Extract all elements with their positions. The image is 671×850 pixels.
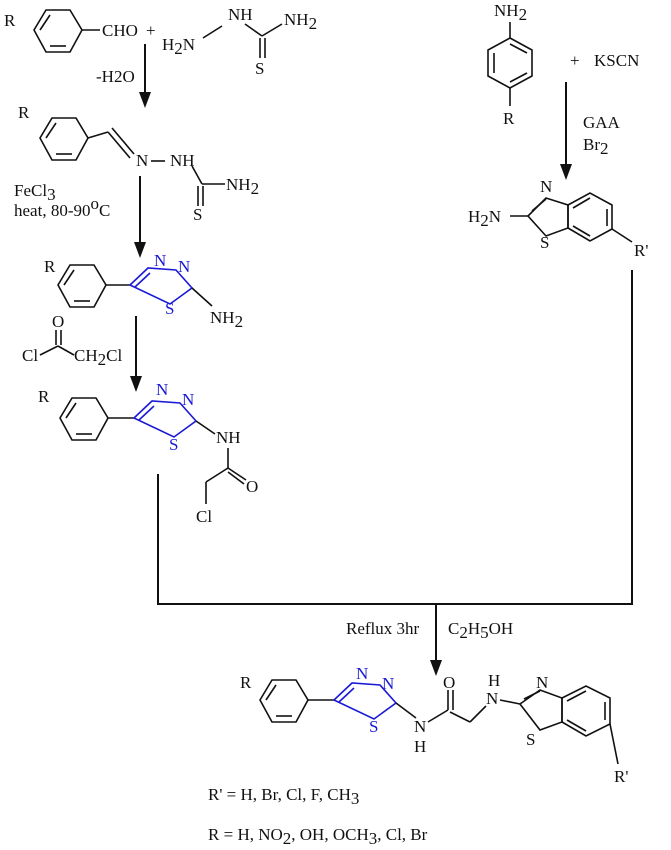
s-label: S [169,435,178,454]
n-nh-label: N [136,151,148,170]
aminobenzothiazole: H2N N S R' [468,177,648,260]
plus-sign: + [570,51,580,70]
amide-h-label: H [414,737,426,756]
r-label: R [44,257,56,276]
amine-h-label: H [488,671,500,690]
r-prime-label: R' [614,767,628,786]
nh-label: NH [216,428,241,447]
arrow-step-1: -H2O [96,44,151,108]
n-label: N [156,380,168,399]
o-label: O [443,673,455,692]
s-label: S [165,299,174,318]
amine-n-label: N [486,689,498,708]
br2-condition: Br2 [583,135,609,158]
r-definition: R = H, NO2, OH, OCH3, Cl, Br [208,825,428,848]
h2n-label: H2N [468,207,501,230]
r-prime-label: R' [634,241,648,260]
convergence-lines: Reflux 3hr C2H5OH [157,270,633,676]
ch2cl-label: CH2Cl [74,346,122,369]
h2n-label: H2N [162,35,195,58]
s-label: S [526,730,535,749]
n-label: N [536,673,548,692]
ethanol-condition: C2H5OH [448,619,513,642]
cl-label: Cl [196,507,212,526]
arrow-benzothiazole: GAA Br2 [560,82,621,180]
nh2-label: NH2 [226,175,259,198]
benzaldehyde: R CHO + [4,9,156,53]
o-label: O [52,312,64,331]
aminothiadiazole: R N N S NH2 [44,251,243,331]
chloroacetyl-chloride: Cl O CH2Cl [22,312,122,369]
nh2-label: NH2 [284,10,317,33]
amide-n-label: N [414,717,426,736]
s-label: S [255,59,264,78]
cho-label: CHO [102,21,138,40]
n-label: N [178,257,190,276]
r-label: R [38,387,50,406]
chloroacetamide-intermediate: R N N S NH O Cl [38,380,258,526]
r-label: R [4,11,16,30]
n-label: N [356,664,368,683]
n-label: N [540,177,552,196]
n-label: N [182,390,194,409]
arrow-step-3 [130,316,142,392]
reflux-condition: Reflux 3hr [346,619,420,638]
s-label: S [193,205,202,224]
thiosemicarbazone: R N NH NH2 S [18,103,259,224]
minus-h2o-condition: -H2O [96,67,135,86]
nh-label: NH [228,5,253,24]
heat-condition: heat, 80-90oC [14,194,110,220]
substituent-legend: R' = H, Br, Cl, F, CH3 R = H, NO2, OH, O… [208,785,428,848]
s-label: S [369,717,378,736]
s-label: S [540,233,549,252]
n-label: N [382,674,394,693]
r-label: R [18,103,30,122]
n-label: N [154,251,166,270]
thiosemicarbazide: H2N NH NH2 S [162,5,317,78]
cl-label: Cl [22,346,38,365]
nh2-label: NH2 [494,1,527,24]
o-label: O [246,477,258,496]
gaa-condition: GAA [583,113,621,132]
plus-sign: + [146,21,156,40]
nh-label: NH [170,151,195,170]
r-label: R [503,109,515,128]
final-product: R N N S N H O H N N S R' [240,664,628,786]
arrow-step-2: FeCl3 heat, 80-90oC [14,176,146,258]
fecl3-condition: FeCl3 [14,181,56,204]
aniline: NH2 R + KSCN [487,1,639,128]
nh2-label: NH2 [210,308,243,331]
r-label: R [240,673,252,692]
kscn-label: KSCN [594,51,639,70]
r-prime-definition: R' = H, Br, Cl, F, CH3 [208,785,359,808]
